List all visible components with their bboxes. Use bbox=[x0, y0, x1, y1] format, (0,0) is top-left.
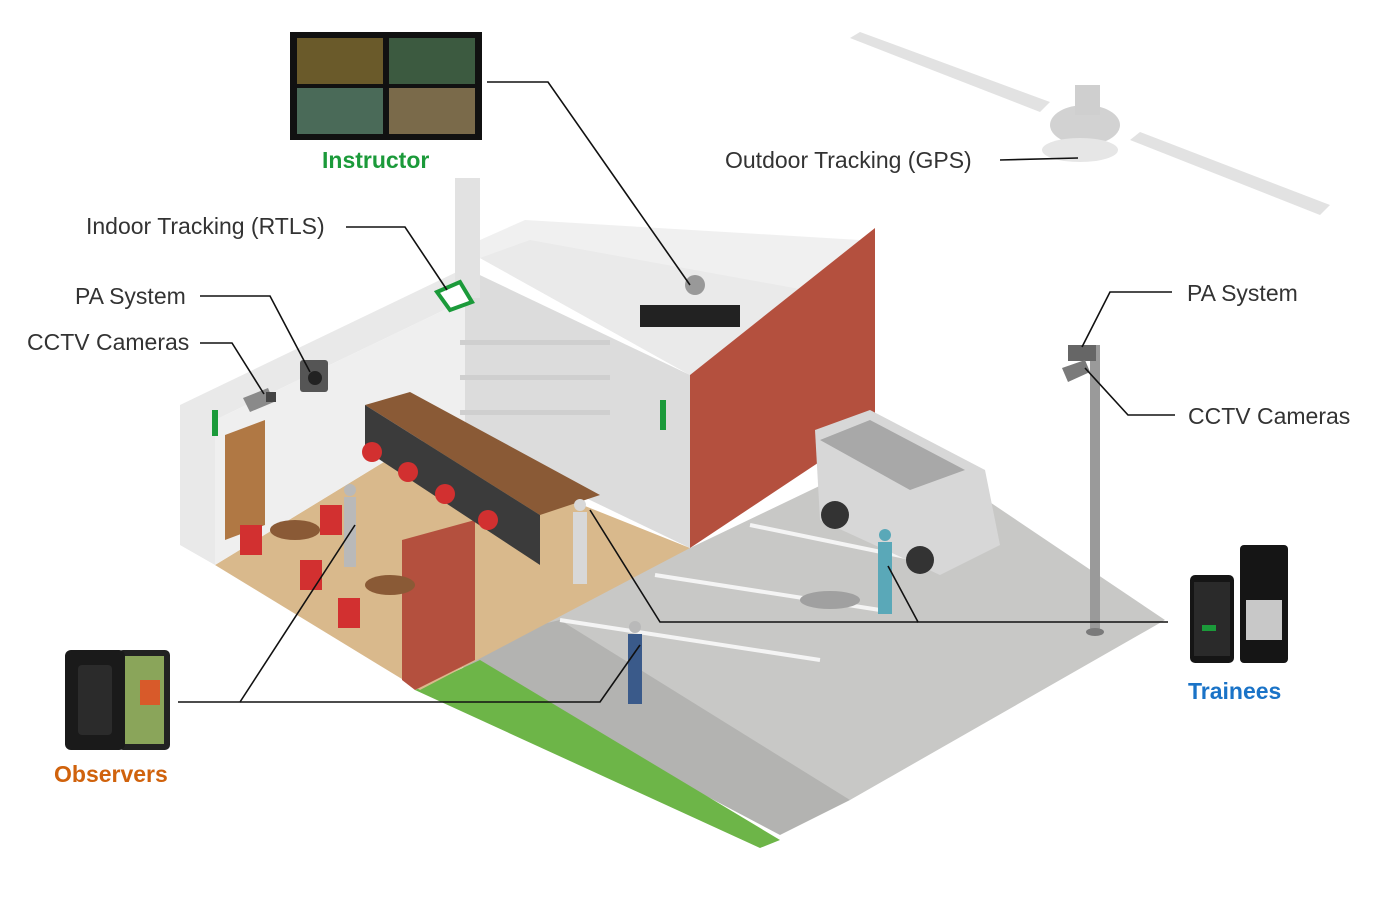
leader-cctv-left bbox=[200, 342, 265, 395]
bar-counter bbox=[365, 392, 600, 515]
leader-lines bbox=[178, 81, 1175, 703]
leader-trainees-2 bbox=[589, 509, 918, 623]
people bbox=[344, 484, 892, 704]
gps-satellite-icon bbox=[850, 32, 1330, 215]
outdoor-tracking-label: Outdoor Tracking (GPS) bbox=[725, 147, 972, 173]
sidewalk bbox=[430, 620, 850, 835]
instructor-desk bbox=[640, 275, 740, 327]
bottle-shelves bbox=[460, 340, 610, 415]
instructor-label: Instructor bbox=[322, 147, 430, 173]
trainees-label: Trainees bbox=[1188, 678, 1282, 704]
grass-strip bbox=[415, 660, 780, 848]
left-wall bbox=[180, 268, 465, 565]
cctv-camera-icon bbox=[243, 388, 276, 412]
indoor-tracking-label: Indoor Tracking (RTLS) bbox=[86, 213, 325, 239]
leader-gps bbox=[999, 157, 1079, 161]
leader-observers-2 bbox=[240, 644, 641, 703]
pole-camera-speaker bbox=[1062, 345, 1096, 382]
leader-instructor bbox=[487, 81, 691, 286]
leader-rtls bbox=[346, 226, 448, 291]
van bbox=[815, 410, 1000, 575]
pa-system-left-label: PA System bbox=[75, 283, 186, 309]
wall-pillar bbox=[455, 178, 480, 298]
cctv-right-label: CCTV Cameras bbox=[1188, 403, 1351, 429]
leader-pa-left bbox=[200, 295, 311, 373]
radio-device-icon bbox=[1240, 545, 1288, 663]
leader-pa-right bbox=[1081, 291, 1172, 348]
light-pole bbox=[1086, 345, 1104, 636]
smartphone-icon bbox=[1190, 575, 1234, 663]
speaker-icon bbox=[300, 360, 328, 392]
left-wall-inner bbox=[215, 300, 465, 565]
leader-cctv-right bbox=[1084, 367, 1175, 416]
instructor-monitors bbox=[290, 32, 482, 140]
brick-wall-right bbox=[690, 228, 875, 548]
observers-label: Observers bbox=[54, 761, 168, 787]
cctv-left-label: CCTV Cameras bbox=[27, 329, 190, 355]
tables-and-chairs bbox=[240, 442, 498, 628]
door bbox=[225, 420, 265, 540]
brick-wall-front bbox=[402, 520, 475, 690]
back-wall bbox=[465, 268, 690, 548]
pa-system-right-label: PA System bbox=[1187, 280, 1298, 306]
tablet-icon bbox=[65, 650, 170, 750]
